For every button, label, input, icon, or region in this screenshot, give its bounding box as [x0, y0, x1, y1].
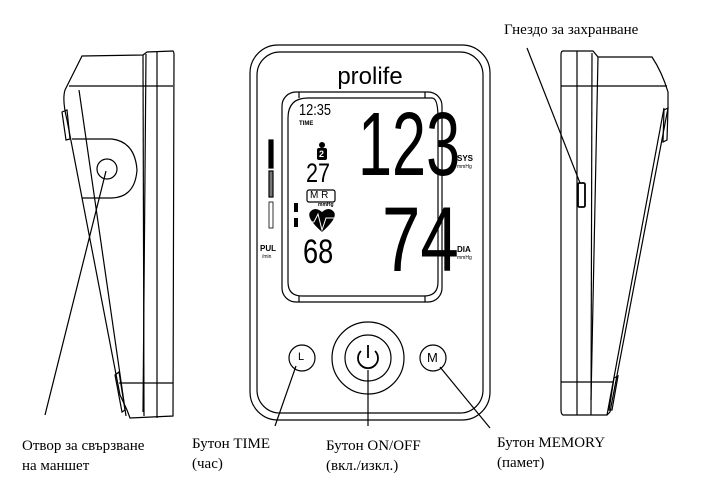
- callout-onoff-button-1: Бутон ON/OFF: [326, 438, 421, 454]
- callout-time-button-1: Бутон TIME: [192, 436, 271, 452]
- left-side-view: [44, 50, 175, 419]
- user-icon: [317, 148, 327, 160]
- memory-button-glyph[interactable]: M: [427, 350, 438, 365]
- lcd-diastolic: 74: [382, 189, 459, 291]
- pul-label: PUL: [260, 244, 276, 253]
- callout-cuff-port-2: на маншет: [22, 458, 90, 474]
- lcd-unit: mmHg: [318, 202, 334, 208]
- power-icon: [357, 350, 379, 370]
- lcd-systolic: 123: [358, 95, 461, 195]
- pul-unit: /min: [262, 254, 272, 260]
- callout-memory-button-1: Бутон MEMORY: [497, 435, 606, 451]
- callout-onoff-button-2: (вкл./изкл.): [326, 458, 399, 474]
- cuff-port-icon: [96, 158, 118, 180]
- sys-label: SYS: [457, 154, 474, 163]
- callout-power-socket: Гнездо за захранване: [504, 22, 639, 38]
- callout-memory-button-2: (памет): [497, 455, 545, 471]
- power-socket-icon: [577, 182, 586, 208]
- lcd-memory-number: 27: [306, 158, 331, 188]
- right-side-view: [526, 47, 669, 416]
- lcd-user-number: 2: [319, 149, 325, 159]
- sys-unit: mmHg: [457, 164, 472, 170]
- lcd-time: 12:35: [299, 102, 332, 119]
- lcd-pulse: 68: [303, 233, 334, 271]
- dia-label: DIA: [457, 245, 471, 254]
- time-button: [288, 344, 316, 372]
- heart-icon: [309, 209, 335, 232]
- callout-cuff-port-1: Отвор за свързване: [22, 438, 145, 454]
- lcd-memory-badge: M R: [310, 190, 329, 201]
- time-button-glyph[interactable]: L: [298, 351, 305, 363]
- brand-logo: prolife: [337, 63, 402, 90]
- callout-time-button-2: (час): [192, 456, 223, 472]
- memory-button: [419, 344, 447, 372]
- lcd-time-label: TIME: [299, 121, 314, 127]
- dia-unit: mmHg: [457, 255, 472, 261]
- front-view: prolife: [249, 44, 491, 429]
